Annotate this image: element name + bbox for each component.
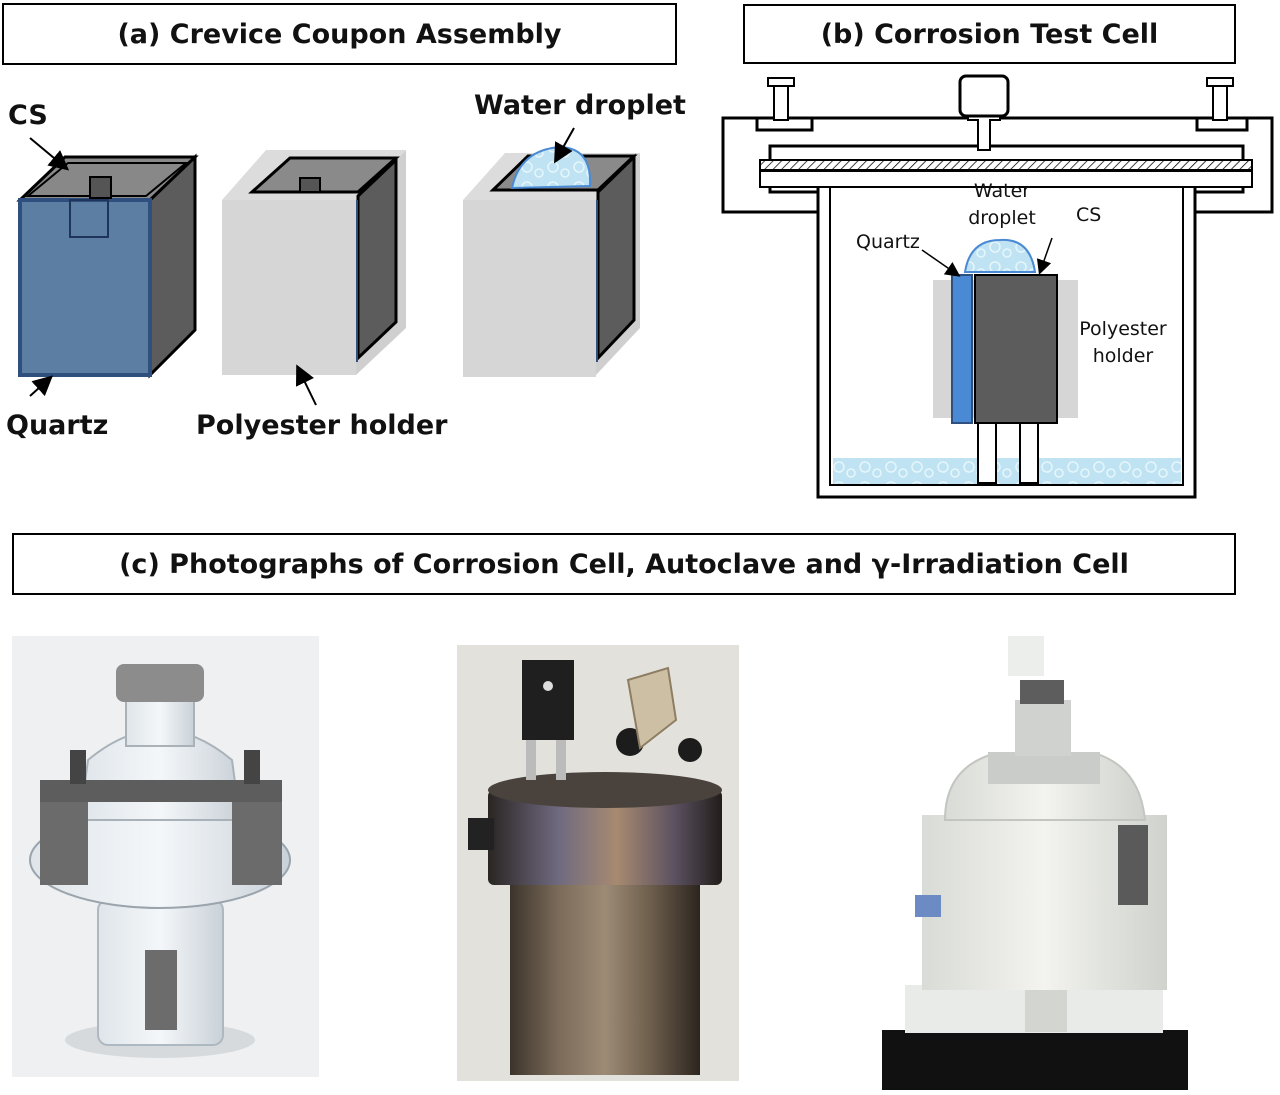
photo-corrosion-cell: [12, 636, 319, 1077]
coupon-cs-quartz: [16, 153, 199, 379]
label-quartz-b: Quartz: [856, 231, 920, 253]
panel-b-title: (b) Corrosion Test Cell: [743, 4, 1236, 64]
photo-gamma-cell: [882, 636, 1188, 1090]
label-cs-b: CS: [1076, 204, 1102, 226]
photo-autoclave: [457, 645, 739, 1081]
label-droplet-b: Water droplet: [958, 178, 1046, 232]
label-holder-a: Polyester holder: [196, 410, 448, 441]
label-holder-b-line1: Polyester: [1079, 318, 1167, 340]
label-droplet-a: Water droplet: [474, 90, 686, 121]
label-holder-b-line2: holder: [1092, 345, 1154, 367]
label-droplet-b-line1: Water: [973, 180, 1031, 202]
label-holder-b: Polyester holder: [1074, 316, 1172, 370]
label-droplet-b-line2: droplet: [968, 207, 1036, 229]
panel-a-title: (a) Crevice Coupon Assembly: [2, 3, 677, 65]
cell-coupon: [933, 238, 1078, 484]
coupon-holder: [222, 150, 406, 375]
label-cs-a: CS: [8, 100, 48, 131]
coupon-droplet: [463, 145, 640, 377]
label-quartz-a: Quartz: [6, 410, 109, 441]
panel-c-title: (c) Photographs of Corrosion Cell, Autoc…: [12, 533, 1236, 595]
